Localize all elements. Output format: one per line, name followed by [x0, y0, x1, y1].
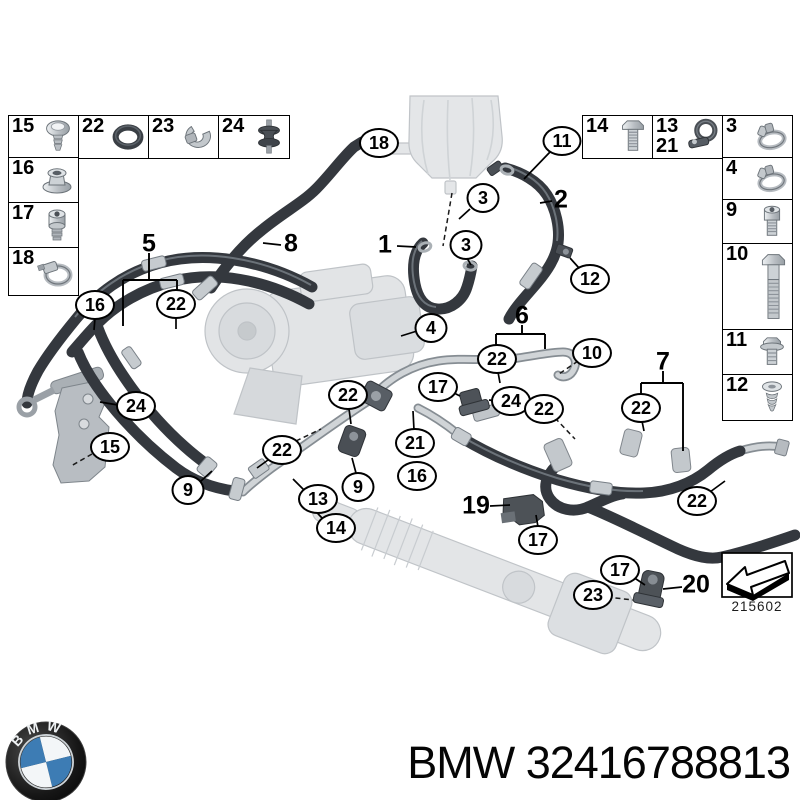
suction-pipe-stub: [413, 403, 463, 439]
bracket-lines: [122, 253, 684, 451]
diagram-ref-code: 215602: [731, 599, 782, 614]
bmw-logo: BMW: [5, 721, 87, 800]
logo-quadrant-sw: [21, 762, 53, 788]
part-cell-4: 4: [722, 157, 793, 201]
part-cell-label: 24: [222, 115, 245, 137]
hose-pair-lower: [66, 271, 315, 358]
logo-quadrant-se: [46, 755, 72, 787]
part-cell-label-2: 21: [656, 135, 679, 157]
diagram-canvas: 215602: [16, 95, 800, 655]
connector-9: [337, 424, 367, 458]
fitting-12: [554, 243, 574, 259]
hose-7-hook: [540, 460, 628, 516]
part-cell-label: 15: [12, 115, 35, 137]
part-cell-label: 23: [152, 115, 175, 137]
flange-bolt-icon: [753, 334, 791, 372]
suction-hose: [456, 432, 746, 499]
hose-8: [205, 136, 368, 294]
part-cell-label: 10: [726, 243, 749, 265]
hose-pair-drop-1: [92, 322, 215, 472]
part-cell-12: 12: [722, 374, 793, 421]
long-hex-bolt-icon: [755, 250, 792, 324]
spring-clamp-icon: [753, 160, 791, 198]
flange-nut-icon: [37, 161, 77, 201]
part-cell-label: 22: [82, 115, 105, 137]
hose-7-lower: [582, 501, 800, 564]
part-cell-13-21: 13 21: [652, 115, 724, 159]
direction-arrow-icon: [726, 560, 790, 596]
cooling-pipe-6: [369, 347, 580, 400]
part-cell-label: 11: [726, 329, 748, 351]
part-cell-22: 22: [78, 115, 149, 159]
part-cell-11: 11: [722, 329, 793, 376]
part-cell-14: 14: [582, 115, 654, 159]
part-cell-label: 16: [12, 157, 35, 179]
hose-2: [499, 162, 564, 325]
part-cell-label: 17: [12, 202, 35, 224]
banjo-eye: [16, 396, 38, 418]
part-cell-3: 3: [722, 115, 793, 159]
part-cell-18: 18: [8, 247, 79, 296]
fittings: [16, 160, 790, 609]
pipe-clip-icon: [684, 118, 722, 156]
part-cell-label: 18: [12, 247, 35, 269]
part-cell-label: 13: [656, 115, 679, 137]
washer-screw-icon: [753, 379, 791, 417]
part-number-title: BMW 32416788813: [407, 737, 791, 788]
banjo-bolt-icon: [37, 206, 77, 246]
pipe-clip-17-24: [458, 388, 500, 422]
logo-quadrant-ne: [39, 736, 71, 762]
part-cell-23: 23: [148, 115, 219, 159]
shoulder-bolt-icon: [753, 203, 791, 241]
bracket-19: [500, 494, 545, 526]
hose-clamp-icon: [37, 252, 77, 292]
part-cell-9: 9: [722, 199, 793, 245]
pan-head-screw-icon: [39, 118, 77, 156]
part-cell-17: 17: [8, 202, 79, 249]
logo-quadrant-nw: [20, 737, 46, 769]
hose-pair-drop-2: [72, 346, 240, 497]
clamp-20: [632, 570, 665, 609]
part-cell-label: 14: [586, 115, 609, 137]
hex-bolt-icon: [614, 118, 652, 156]
rubber-mount-icon: [250, 118, 288, 156]
direction-ref-box: 215602: [721, 552, 793, 614]
retaining-clip-icon: [179, 118, 217, 156]
part-cell-10: 10: [722, 243, 793, 331]
part-cell-16: 16: [8, 157, 79, 204]
expansion-tank-ghost: [365, 95, 503, 195]
part-cell-15: 15: [8, 115, 79, 159]
hose-1: [408, 237, 478, 315]
dashed-leader-lines: [70, 192, 634, 601]
part-cell-label: 12: [726, 374, 749, 396]
part-cell-24: 24: [218, 115, 290, 159]
o-ring-icon: [109, 118, 147, 156]
part-cell-label: 3: [726, 115, 738, 137]
part-cell-label: 4: [726, 157, 738, 179]
steering-rack-ghost: [312, 497, 662, 655]
spring-clamp-icon: [753, 118, 791, 156]
part-cell-label: 9: [726, 199, 738, 221]
